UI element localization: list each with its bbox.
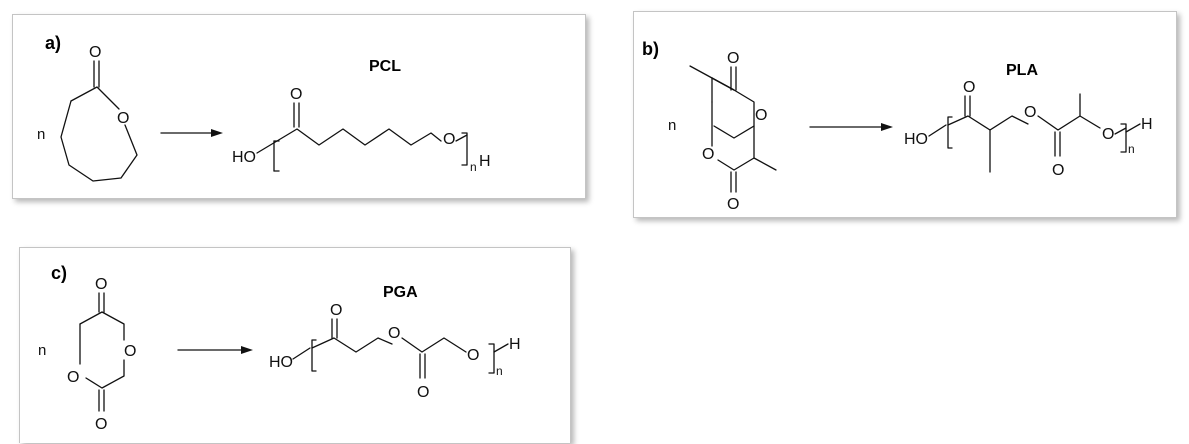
repeat-n: n [496, 364, 503, 378]
right-bracket [1120, 123, 1127, 153]
ring-bonds [70, 86, 120, 110]
bond [1125, 123, 1141, 133]
arrow-head [211, 129, 223, 137]
right-bracket [461, 132, 468, 166]
ring-bonds [711, 77, 755, 139]
arrow-head [241, 346, 253, 354]
atom-o: O [95, 276, 107, 293]
ring-bonds [85, 359, 125, 389]
panel-c-scheme: c) O O O O n PGA HO O [38, 263, 521, 433]
polymer-name: PGA [383, 284, 418, 301]
end-group-h: H [479, 153, 491, 170]
coefficient-n: n [668, 117, 676, 134]
right-bracket [488, 343, 495, 374]
bond [455, 134, 468, 142]
panel-a-scheme: a) O O n PCL HO O O [37, 33, 491, 182]
polymer-name: PLA [1006, 62, 1038, 79]
end-group-ho: HO [904, 131, 928, 148]
end-group-ho: HO [269, 354, 293, 371]
polymer-name: PCL [369, 58, 401, 75]
atom-o: O [388, 325, 400, 342]
end-group-ho: HO [232, 149, 256, 166]
ring-bonds [711, 77, 735, 91]
atom-o: O [95, 416, 107, 433]
backbone-bonds [276, 128, 442, 146]
ring-bonds [79, 311, 125, 341]
bond [928, 124, 947, 137]
atom-o: O [89, 44, 101, 61]
ring-bonds [60, 100, 138, 182]
panel-label-a: a) [45, 33, 61, 53]
caprolactone-monomer: O O n [37, 44, 138, 182]
atom-o: O [963, 79, 975, 96]
panel-b-scheme: b) O O O O n PLA HO [642, 39, 1153, 213]
backbone-bonds [311, 337, 393, 353]
atom-o: O [290, 86, 302, 103]
atom-o: O [417, 384, 429, 401]
panel-label-b: b) [642, 39, 659, 59]
atom-o: O [1024, 104, 1036, 121]
pla-polymer: PLA HO O O O O n H [904, 62, 1153, 179]
backbone-bonds [401, 337, 467, 353]
reaction-arrow [177, 346, 253, 354]
coefficient-n: n [37, 126, 45, 143]
atom-o: O [467, 347, 479, 364]
atom-o: O [330, 302, 342, 319]
atom-o: O [727, 196, 739, 213]
pga-polymer: PGA HO O O O O n H [269, 284, 521, 401]
reaction-arrow [160, 129, 223, 137]
methyl-bond [689, 65, 713, 79]
atom-o: O [117, 110, 129, 127]
pcl-polymer: PCL HO O O n H [232, 58, 491, 174]
reaction-arrow [809, 123, 893, 131]
panel-label-c: c) [51, 263, 67, 283]
panel-a-caprolactone-to-pcl: a) O O n PCL HO O O [12, 14, 586, 199]
atom-o: O [1102, 126, 1114, 143]
end-group-h: H [509, 336, 521, 353]
coefficient-n: n [38, 342, 46, 359]
repeat-n: n [1128, 142, 1135, 156]
backbone-bonds [1037, 115, 1101, 131]
atom-o: O [67, 369, 79, 386]
atom-o: O [1052, 162, 1064, 179]
arrow-head [881, 123, 893, 131]
backbone-bonds [947, 115, 1029, 131]
atom-o: O [443, 131, 455, 148]
lactide-monomer: O O O O n [668, 50, 777, 213]
bond [292, 347, 311, 360]
ring-bonds [717, 125, 755, 171]
repeat-n: n [470, 160, 477, 174]
left-bracket [947, 116, 953, 149]
bond [493, 343, 509, 353]
bond [1114, 127, 1127, 135]
atom-o: O [702, 146, 714, 163]
atom-o: O [124, 343, 136, 360]
panel-c-glycolide-to-pga: c) O O O O n PGA HO O [19, 247, 571, 443]
left-bracket [311, 339, 317, 372]
glycolide-monomer: O O O O n [38, 276, 136, 433]
panel-b-lactide-to-pla: b) O O O O n PLA HO [633, 11, 1177, 218]
methyl-bond [753, 157, 777, 171]
atom-o: O [755, 107, 767, 124]
end-group-h: H [1141, 116, 1153, 133]
atom-o: O [727, 50, 739, 67]
